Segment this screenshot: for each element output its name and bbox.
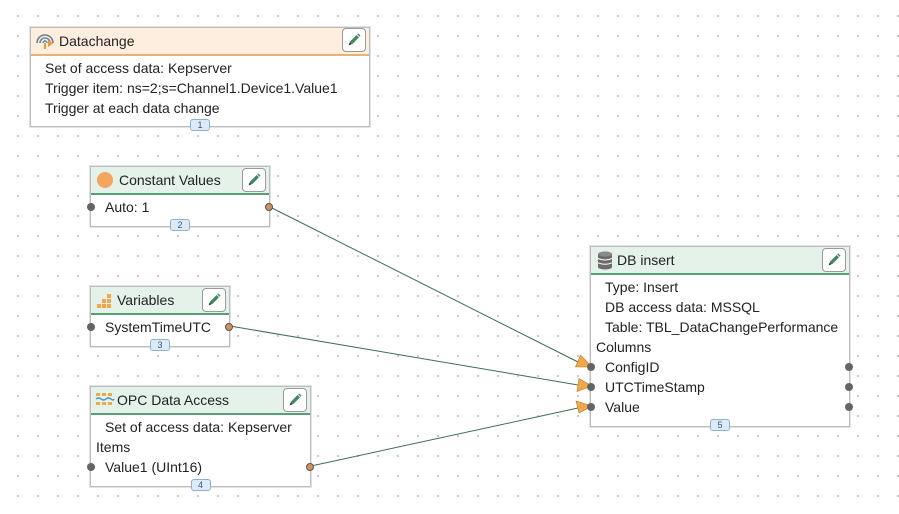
- opc-data-access-edit-button[interactable]: [283, 388, 307, 412]
- db-column-configid-output-port[interactable]: [845, 363, 853, 371]
- constant-output-label: Auto: 1: [105, 199, 150, 215]
- pencil-icon: [208, 293, 221, 306]
- variables-output-row: SystemTimeUTC: [87, 317, 233, 337]
- datachange-node-badge: 1: [190, 119, 210, 131]
- datachange-node-title: Datachange: [59, 33, 135, 49]
- datachange-node[interactable]: Datachange Set of access data: Kepserver…: [30, 27, 370, 131]
- db-insert-edit-button[interactable]: [822, 248, 846, 272]
- constant-input-port[interactable]: [87, 203, 95, 211]
- connection-constant-to-configid[interactable]: [269, 206, 579, 363]
- db-insert-node-title: DB insert: [617, 252, 675, 268]
- opc-item-output-port[interactable]: [306, 463, 314, 471]
- opc-item-row: Value1 (UInt16): [87, 457, 314, 477]
- constant-values-node-title: Constant Values: [119, 172, 221, 188]
- variables-node-badge: 3: [150, 339, 170, 351]
- opc-access-data-line: Set of access data: Kepserver: [105, 419, 292, 435]
- variables-node-title: Variables: [117, 292, 175, 308]
- db-column-label: Value: [605, 399, 640, 415]
- db-column-configid-input-port[interactable]: [587, 363, 595, 371]
- constant-output-row: Auto: 1: [87, 197, 273, 217]
- datachange-trigger-icon: [35, 31, 55, 51]
- db-column-utctimestamp-output-port[interactable]: [845, 383, 853, 391]
- opc-data-access-node-title: OPC Data Access: [117, 392, 230, 408]
- variables-node[interactable]: Variables SystemTimeUTC 3: [87, 286, 233, 351]
- constant-output-port[interactable]: [265, 203, 273, 211]
- db-insert-node-header[interactable]: DB insert: [591, 247, 849, 275]
- connection-variables-to-utctimestamp[interactable]: [229, 325, 579, 386]
- opc-data-access-icon: [95, 390, 115, 410]
- pencil-icon: [248, 173, 261, 186]
- datachange-trigger-item-line: Trigger item: ns=2;s=Channel1.Device1.Va…: [45, 80, 338, 96]
- db-type-line: Type: Insert: [605, 279, 679, 295]
- pencil-icon: [348, 33, 361, 46]
- db-column-value-input-port[interactable]: [587, 403, 595, 411]
- db-column-row: ConfigID: [587, 357, 853, 377]
- constant-values-node-badge: 2: [170, 219, 190, 231]
- constant-values-node-header[interactable]: Constant Values: [91, 167, 269, 195]
- variables-icon: [95, 290, 115, 310]
- opc-item-input-port[interactable]: [87, 463, 95, 471]
- opc-items-header: Items: [96, 439, 131, 455]
- db-column-row: UTCTimeStamp: [587, 377, 853, 397]
- pencil-icon: [289, 393, 302, 406]
- db-column-value-output-port[interactable]: [845, 403, 853, 411]
- datachange-trigger-mode-line: Trigger at each data change: [45, 100, 220, 116]
- variables-node-header[interactable]: Variables: [91, 287, 229, 315]
- variables-output-label: SystemTimeUTC: [105, 319, 212, 335]
- datachange-edit-button[interactable]: [342, 28, 366, 52]
- db-insert-node[interactable]: DB insert Type: Insert DB access data: M…: [587, 246, 853, 431]
- variables-edit-button[interactable]: [202, 288, 226, 312]
- db-column-label: UTCTimeStamp: [605, 379, 705, 395]
- database-icon: [595, 250, 615, 270]
- datachange-node-header[interactable]: Datachange: [31, 28, 369, 56]
- opc-data-access-node-badge: 4: [190, 479, 211, 491]
- orange-circle-icon: [95, 170, 115, 190]
- connection-opc-to-value[interactable]: [310, 407, 579, 467]
- opc-item-label: Value1 (UInt16): [105, 459, 203, 475]
- db-column-row: Value: [587, 397, 853, 417]
- constant-values-edit-button[interactable]: [242, 168, 266, 192]
- opc-data-access-node-header[interactable]: OPC Data Access: [91, 387, 310, 415]
- variables-input-port[interactable]: [87, 323, 95, 331]
- db-columns-header: Columns: [596, 339, 652, 355]
- variables-output-port[interactable]: [225, 323, 233, 331]
- pencil-icon: [828, 253, 841, 266]
- datachange-access-data-line: Set of access data: Kepserver: [45, 60, 232, 76]
- constant-values-node[interactable]: Constant Values Auto: 1 2: [87, 166, 273, 231]
- db-table-line: Table: TBL_DataChangePerformance: [605, 319, 839, 335]
- db-column-utctimestamp-input-port[interactable]: [587, 383, 595, 391]
- db-access-data-line: DB access data: MSSQL: [605, 299, 760, 315]
- db-column-label: ConfigID: [605, 359, 660, 375]
- opc-data-access-node[interactable]: OPC Data Access Set of access data: Keps…: [87, 386, 314, 491]
- db-insert-node-badge: 5: [710, 419, 730, 431]
